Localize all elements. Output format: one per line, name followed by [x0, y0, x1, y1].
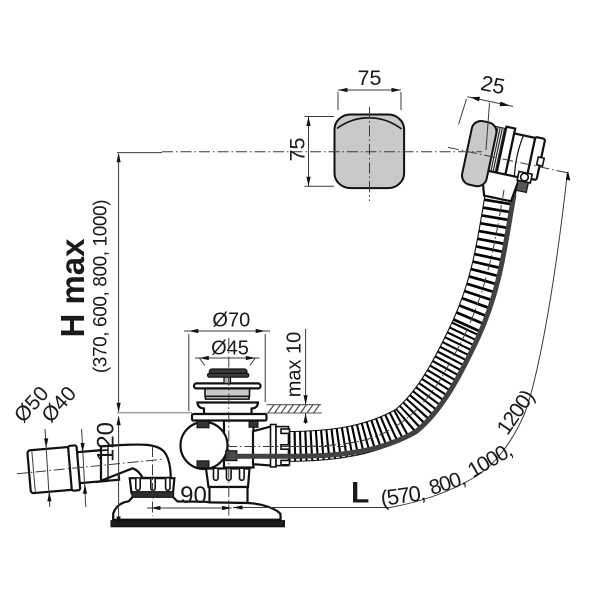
svg-text:120: 120	[93, 422, 120, 462]
svg-text:75: 75	[286, 138, 310, 162]
svg-text:75: 75	[358, 66, 382, 90]
svg-text:Ø45: Ø45	[211, 338, 249, 360]
svg-text:(370, 600, 800, 1000): (370, 600, 800, 1000)	[91, 200, 112, 373]
svg-text:L: L	[351, 477, 369, 510]
svg-text:Ø70: Ø70	[212, 310, 250, 332]
svg-text:max 10: max 10	[284, 332, 306, 398]
svg-text:25: 25	[479, 71, 507, 99]
svg-text:(570,: (570,	[379, 480, 426, 511]
svg-text:H max: H max	[54, 238, 91, 338]
svg-text:90: 90	[180, 482, 207, 509]
